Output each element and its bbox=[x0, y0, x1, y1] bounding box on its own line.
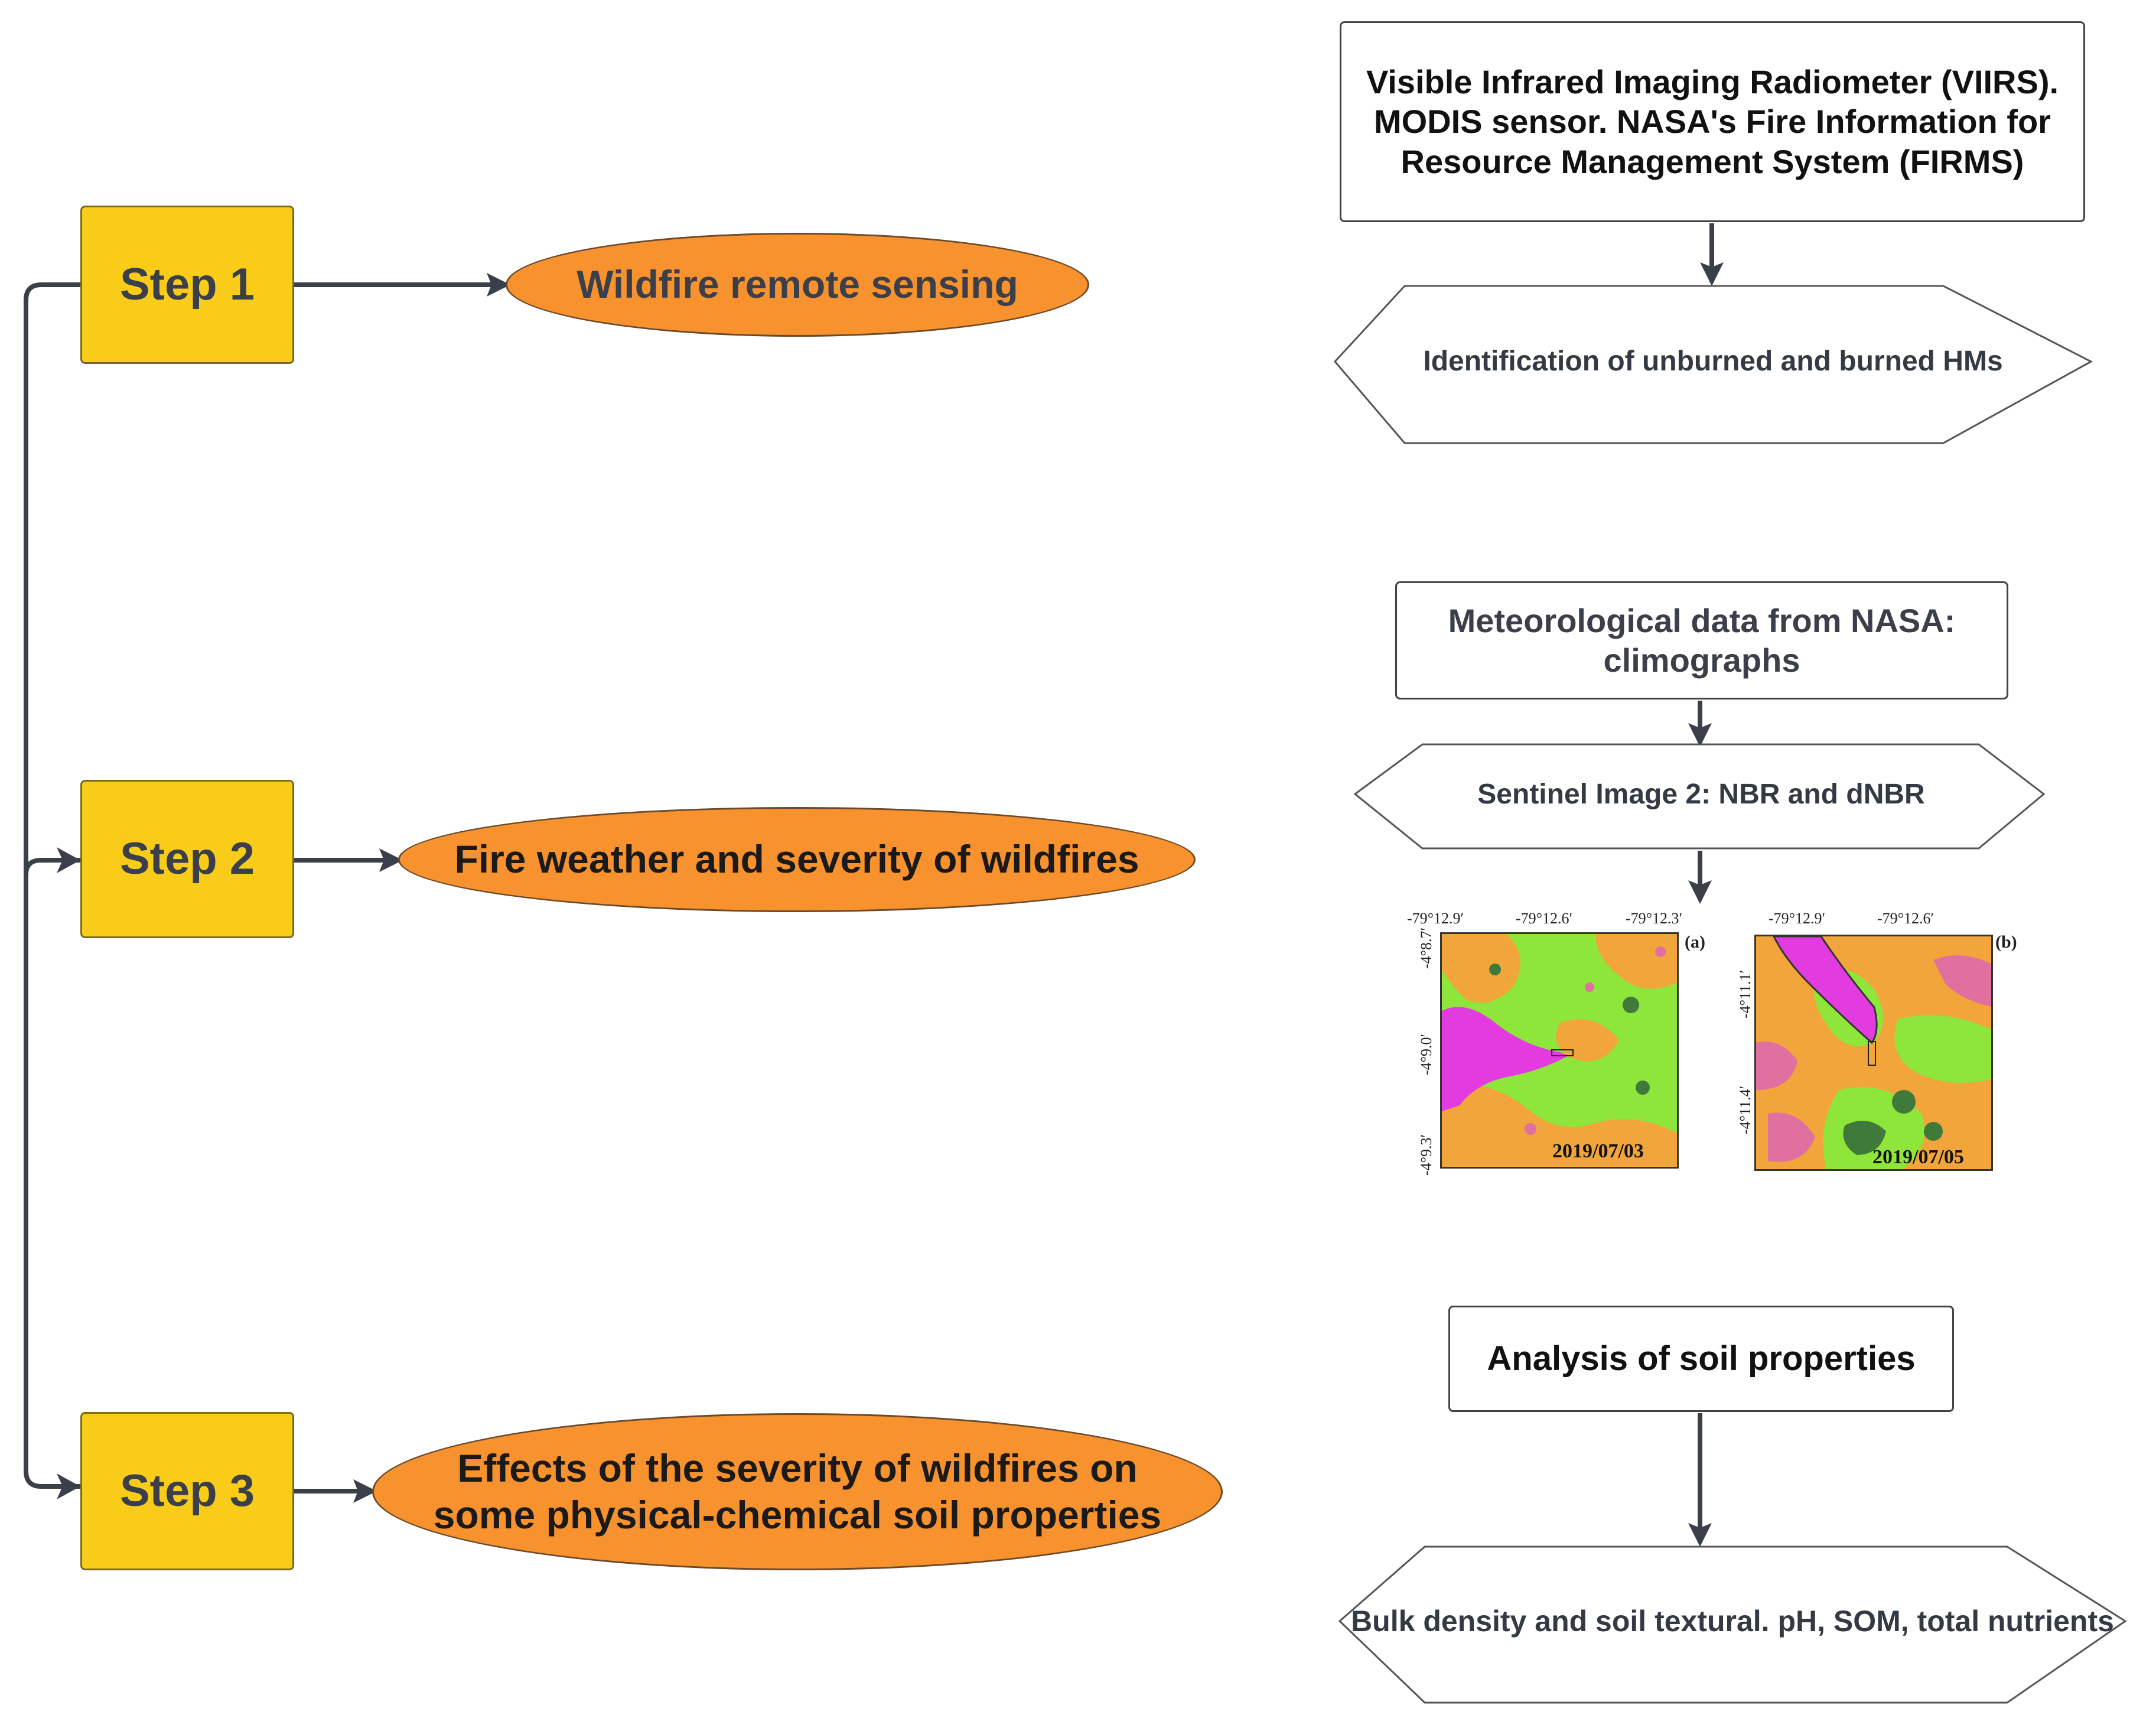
map-a-lat-tick: -4°8.7′ bbox=[1418, 927, 1435, 969]
phase-wildfire-remote-sensing: Wildfire remote sensing bbox=[506, 233, 1089, 337]
identification-label: Identification of unburned and burned HM… bbox=[1423, 346, 2003, 378]
meteorological-data-box: Meteorological data from NASA: climograp… bbox=[1395, 581, 2008, 699]
phase-effects-on-soil: Effects of the severity of wildfires on … bbox=[372, 1413, 1223, 1570]
identification-hexagon bbox=[1333, 285, 2093, 444]
map-a-lon-tick: -79°12.6′ bbox=[1516, 910, 1573, 927]
arrow-into-step3 bbox=[57, 1473, 80, 1499]
map-b-lat-tick: -4°11.4′ bbox=[1737, 1085, 1754, 1134]
bulk-density-hexagon bbox=[1338, 1545, 2127, 1704]
sentinel-label: Sentinel Image 2: NBR and dNBR bbox=[1477, 779, 1925, 811]
step3-box: Step 3 bbox=[80, 1412, 294, 1570]
soil-analysis-box: Analysis of soil properties bbox=[1448, 1306, 1954, 1412]
step1-box: Step 1 bbox=[80, 206, 294, 364]
step2-box: Step 2 bbox=[80, 780, 294, 938]
map-b-lat-tick: -4°11.1′ bbox=[1737, 969, 1754, 1019]
map-a-lon-tick: -79°12.9′ bbox=[1407, 910, 1464, 927]
map-b-panel-label: (b) bbox=[1995, 932, 2017, 952]
arrow-into-step2 bbox=[57, 847, 80, 873]
map-b-date: 2019/07/05 bbox=[1872, 1146, 1964, 1168]
map-a-date: 2019/07/03 bbox=[1552, 1140, 1644, 1162]
map-b-lon-tick: -79°12.9′ bbox=[1769, 910, 1826, 927]
phase-fire-weather-severity: Fire weather and severity of wildfires bbox=[398, 807, 1196, 912]
map-a-image bbox=[1440, 932, 1679, 1169]
left-connector-step2 bbox=[24, 858, 80, 875]
map-a-lat-tick: -4°9.3′ bbox=[1418, 1134, 1435, 1176]
left-connector-line bbox=[24, 282, 80, 1489]
map-b-lon-tick: -79°12.6′ bbox=[1877, 910, 1934, 927]
map-a-lon-tick: -79°12.3′ bbox=[1626, 910, 1683, 927]
sentinel-hexagon bbox=[1353, 743, 2046, 850]
map-a-panel-label: (a) bbox=[1685, 932, 1705, 952]
map-b-image bbox=[1754, 935, 1993, 1171]
map-a-lat-tick: -4°9.0′ bbox=[1418, 1033, 1435, 1075]
viirs-modis-firms-box: Visible Infrared Imaging Radiometer (VII… bbox=[1340, 21, 2085, 222]
bulk-density-label: Bulk density and soil textural. pH, SOM,… bbox=[1351, 1605, 2114, 1638]
